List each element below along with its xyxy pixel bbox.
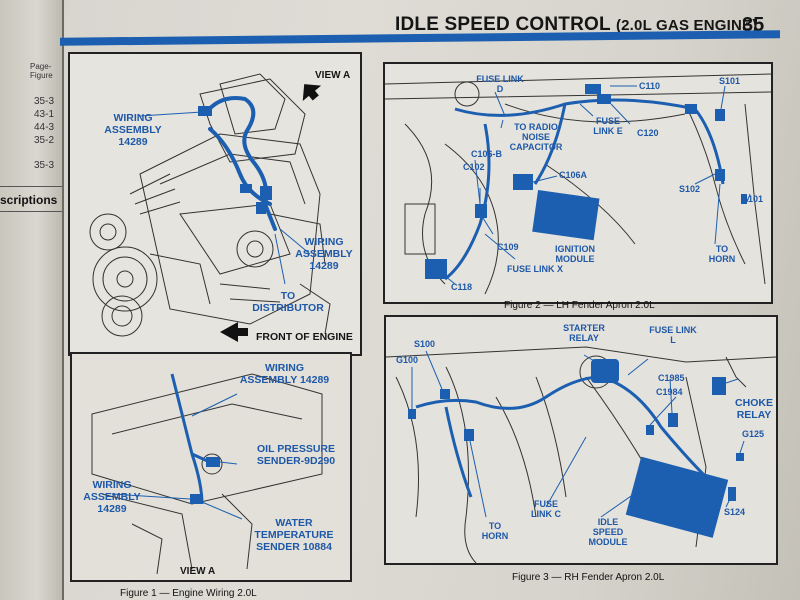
c106b-label: C106-B xyxy=(471,149,503,159)
figure1-top-panel: VIEW A WIRING ASSEMBLY 14289 WIRING ASSE… xyxy=(68,52,362,356)
lh-fender-illustration xyxy=(385,73,771,295)
c118-label: C118 xyxy=(451,282,473,292)
ignition-module-label: IGNITION MODULE xyxy=(555,244,595,264)
figure3-caption: Figure 3 — RH Fender Apron 2.0L xyxy=(512,572,665,583)
figure2-caption: Figure 2 — LH Fender Apron 2.0L xyxy=(504,300,655,311)
s100-label: S100 xyxy=(414,339,436,349)
figure1-bottom-panel: WIRING ASSEMBLY 14289 WIRING ASSEMBLY 14… xyxy=(70,352,352,582)
left-page-edge: Page-Figure 35-3 43-1 44-3 35-2 35-3 scr… xyxy=(0,0,64,600)
engine-illustration xyxy=(89,73,331,342)
water-temp-sender-label: WATER TEMPERATURE SENDER 10884 xyxy=(254,517,334,553)
c110-label: C110 xyxy=(639,81,661,91)
rh-fender-illustration xyxy=(386,346,776,563)
fuse-link-x-label: FUSE LINK X xyxy=(506,264,563,274)
to-horn-label: TO HORN xyxy=(708,244,736,264)
wiring-assembly-label-1: WIRING ASSEMBLY 14289 xyxy=(104,112,162,148)
idle-speed-module-label: IDLE SPEED MODULE xyxy=(588,517,628,547)
wiring-assembly-label-4: WIRING ASSEMBLY 14289 xyxy=(83,479,141,515)
c106a-label: C106A xyxy=(559,170,588,180)
c1984-label: C1984 xyxy=(656,387,683,397)
ref-1: 35-3 xyxy=(34,96,55,107)
s124-label: S124 xyxy=(724,507,746,517)
page-title: IDLE SPEED CONTROL (2.0L GAS ENGINE) xyxy=(395,14,758,35)
fuse-link-e-label: FUSE LINK E xyxy=(593,116,623,136)
s101-label: S101 xyxy=(719,76,741,86)
section-heading: scriptions xyxy=(0,193,58,207)
figure3-panel: STARTER RELAY FUSE LINK L G100 S100 C198… xyxy=(384,315,778,565)
ref-2: 43-1 xyxy=(34,109,55,120)
ref-4: 35-2 xyxy=(34,135,55,146)
radio-capacitor-label: TO RADIO NOISE CAPACITOR xyxy=(509,122,563,152)
view-a-label: VIEW A xyxy=(315,70,351,81)
starter-relay-label: STARTER RELAY xyxy=(563,323,605,343)
page-figure-header: Page-Figure xyxy=(30,62,53,80)
c1985-label: C1985 xyxy=(658,373,685,383)
figure1-caption: Figure 1 — Engine Wiring 2.0L xyxy=(120,588,257,599)
to-distributor-label: TO DISTRIBUTOR xyxy=(252,290,324,314)
view-a-label-bottom: VIEW A xyxy=(180,566,216,577)
ref-3: 44-3 xyxy=(34,122,55,133)
g100-label: G100 xyxy=(396,355,419,365)
c109-label: C109 xyxy=(497,242,519,252)
g125-label: G125 xyxy=(742,429,765,439)
fuse-link-d-label: FUSE LINK D xyxy=(476,74,524,94)
fuse-link-c-label: FUSE LINK C xyxy=(531,499,561,519)
choke-relay-label: CHOKE RELAY xyxy=(735,397,773,421)
front-of-engine-label: FRONT OF ENGINE xyxy=(256,331,353,343)
c102-label: C102 xyxy=(463,162,485,172)
fuse-link-l-label: FUSE LINK L xyxy=(649,325,697,345)
ref-5: 35-3 xyxy=(34,160,55,171)
s102-label: S102 xyxy=(679,184,701,194)
to-horn-label-rh: TO HORN xyxy=(481,521,509,541)
oil-pressure-sender-label: OIL PRESSURE SENDER-9D290 xyxy=(256,443,336,467)
g101-label: G101 xyxy=(741,194,764,204)
sender-illustration xyxy=(91,373,323,575)
wiring-assembly-label-2: WIRING ASSEMBLY 14289 xyxy=(295,236,353,272)
c120-label: C120 xyxy=(637,128,659,138)
figure2-panel: FUSE LINK D C110 S101 TO RADIO NOISE CAP… xyxy=(383,62,773,304)
wiring-assembly-label-3: WIRING ASSEMBLY 14289 xyxy=(239,362,330,386)
